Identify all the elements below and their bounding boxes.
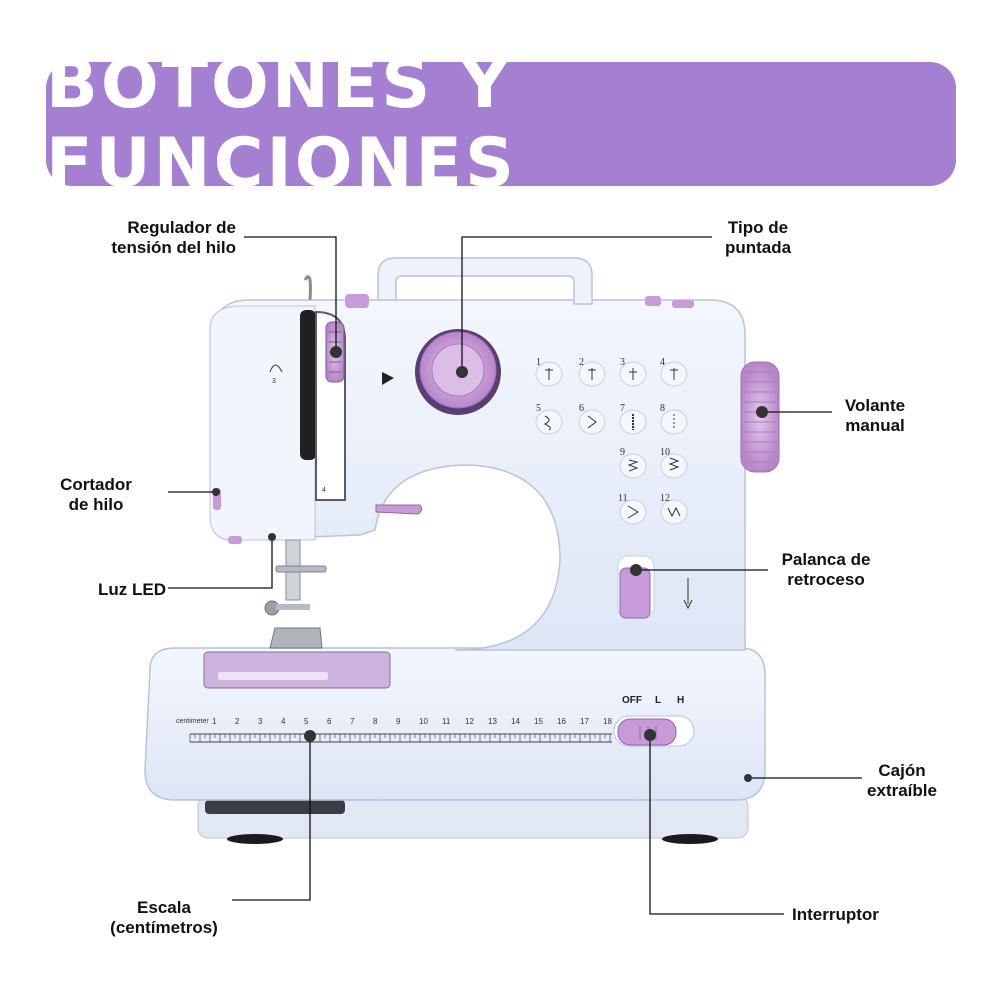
callout-power-switch: Interruptor — [792, 905, 879, 924]
led-light-icon — [228, 536, 242, 544]
svg-text:17: 17 — [580, 717, 589, 726]
callout-lines — [168, 236, 862, 915]
switch-off-label: OFF — [622, 695, 642, 706]
svg-text:6: 6 — [327, 717, 332, 726]
svg-text:12: 12 — [465, 717, 474, 726]
svg-text:centimeter: centimeter — [176, 718, 209, 725]
svg-text:8: 8 — [660, 403, 665, 414]
tension-dial-number: 4 — [322, 487, 326, 494]
svg-text:10: 10 — [419, 717, 428, 726]
svg-text:1: 1 — [212, 717, 217, 726]
svg-text:7: 7 — [350, 717, 355, 726]
thread-guide-number: 3 — [272, 378, 276, 385]
machine-upper-body — [214, 299, 746, 651]
svg-text:18: 18 — [603, 717, 612, 726]
centimeter-scale: centimeter 1 2 3 4 5 6 7 8 9 10 11 12 13… — [176, 717, 612, 743]
callout-scale: Escala (centímetros) — [110, 898, 218, 937]
svg-text:15: 15 — [534, 717, 543, 726]
svg-text:6: 6 — [579, 403, 584, 414]
svg-text:7: 7 — [620, 403, 625, 414]
page-title: BOTONES Y FUNCIONES — [46, 45, 517, 203]
svg-text:16: 16 — [557, 717, 566, 726]
needle-plate — [203, 651, 391, 689]
callout-led-light: Luz LED — [98, 580, 166, 599]
title-banner: BOTONES Y FUNCIONES — [46, 45, 956, 203]
svg-text:11: 11 — [618, 493, 628, 504]
svg-text:4: 4 — [281, 717, 286, 726]
drawer-slot — [205, 800, 345, 814]
svg-text:9: 9 — [620, 447, 625, 458]
svg-text:2: 2 — [235, 717, 240, 726]
callout-reverse-lever: Palanca de retroceso — [781, 550, 871, 589]
stitch-patterns: 1 2 3 4 5 6 7 8 9 10 11 12 — [535, 357, 688, 525]
svg-text:3: 3 — [258, 717, 263, 726]
svg-text:13: 13 — [488, 717, 497, 726]
svg-text:14: 14 — [511, 717, 520, 726]
svg-text:9: 9 — [396, 717, 401, 726]
svg-text:12: 12 — [660, 493, 670, 504]
callout-drawer: Cajón extraíble — [867, 761, 937, 800]
switch-low-label: L — [655, 695, 661, 706]
svg-text:5: 5 — [536, 403, 541, 414]
switch-high-label: H — [677, 695, 684, 706]
svg-text:10: 10 — [660, 447, 670, 458]
callout-thread-tension: Regulador de tensión del hilo — [111, 218, 236, 257]
svg-text:3: 3 — [620, 357, 625, 368]
svg-text:4: 4 — [660, 357, 665, 368]
thread-guide — [303, 275, 312, 301]
presser-foot-icon — [269, 627, 323, 649]
svg-text:5: 5 — [304, 717, 309, 726]
callout-thread-cutter: Cortador de hilo — [60, 475, 132, 514]
callout-handwheel: Volante manual — [844, 396, 906, 435]
callout-stitch-type: Tipo de puntada — [724, 218, 792, 257]
svg-text:8: 8 — [373, 717, 378, 726]
svg-text:1: 1 — [536, 357, 541, 368]
svg-text:11: 11 — [442, 717, 451, 726]
carry-handle[interactable] — [377, 257, 593, 305]
svg-text:2: 2 — [579, 357, 584, 368]
